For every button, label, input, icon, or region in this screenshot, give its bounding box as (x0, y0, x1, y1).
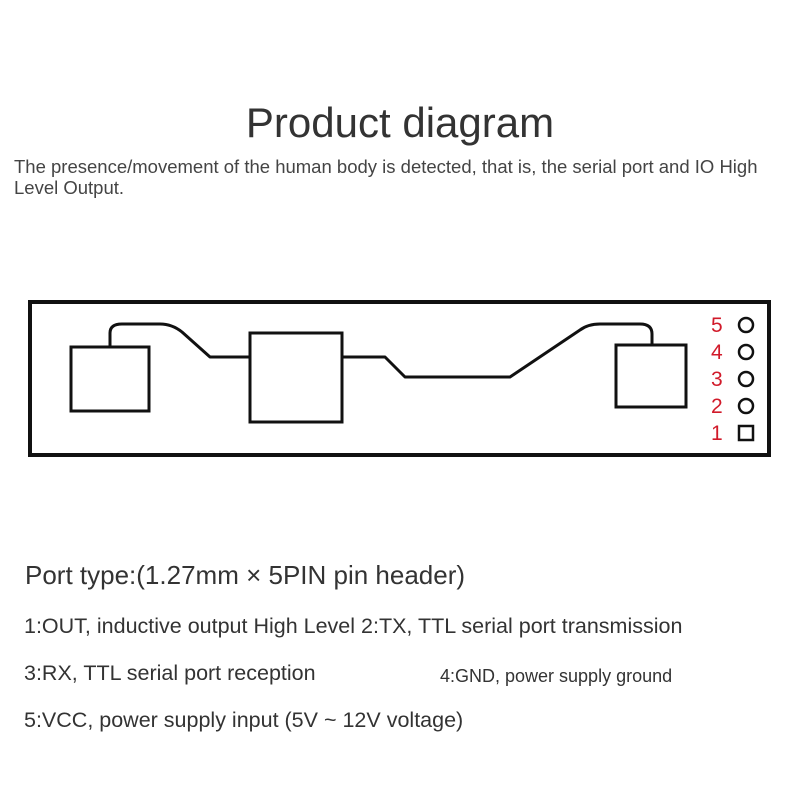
pin-header: 5 4 3 2 1 (711, 314, 755, 445)
page-title: Product diagram (245, 99, 555, 146)
pin5-description: 5:VCC, power supply input (5V ~ 12V volt… (24, 708, 464, 732)
left-component (69, 345, 151, 413)
pin-2-pad (737, 397, 755, 415)
pin-3: 3 (711, 368, 755, 391)
right-component (614, 343, 688, 409)
pin-4-label: 4 (711, 341, 723, 364)
pin-5: 5 (711, 314, 755, 337)
right-trace (342, 322, 654, 379)
pin1-pin2-description: 1:OUT, inductive output High Level 2:TX,… (24, 614, 683, 638)
pin-1-pad (737, 424, 755, 442)
pin-1-label: 1 (711, 422, 723, 445)
left-trace (108, 322, 250, 359)
pin-1: 1 (711, 422, 755, 445)
board-outline (28, 300, 771, 457)
center-chip (248, 331, 344, 424)
pin-3-label: 3 (711, 368, 723, 391)
pin4-description: 4:GND, power supply ground (440, 666, 673, 686)
pin-3-pad (737, 370, 755, 388)
pin-4: 4 (711, 341, 755, 364)
pin-2-label: 2 (711, 395, 723, 418)
page-subtitle: The presence/movement of the human body … (14, 156, 758, 198)
pin3-description: 3:RX, TTL serial port reception (24, 661, 316, 685)
pin-2: 2 (711, 395, 755, 418)
pin-4-pad (737, 343, 755, 361)
pin-5-pad (737, 316, 755, 334)
port-type-text: Port type:(1.27mm × 5PIN pin header) (25, 560, 466, 590)
pin-5-label: 5 (711, 314, 723, 337)
